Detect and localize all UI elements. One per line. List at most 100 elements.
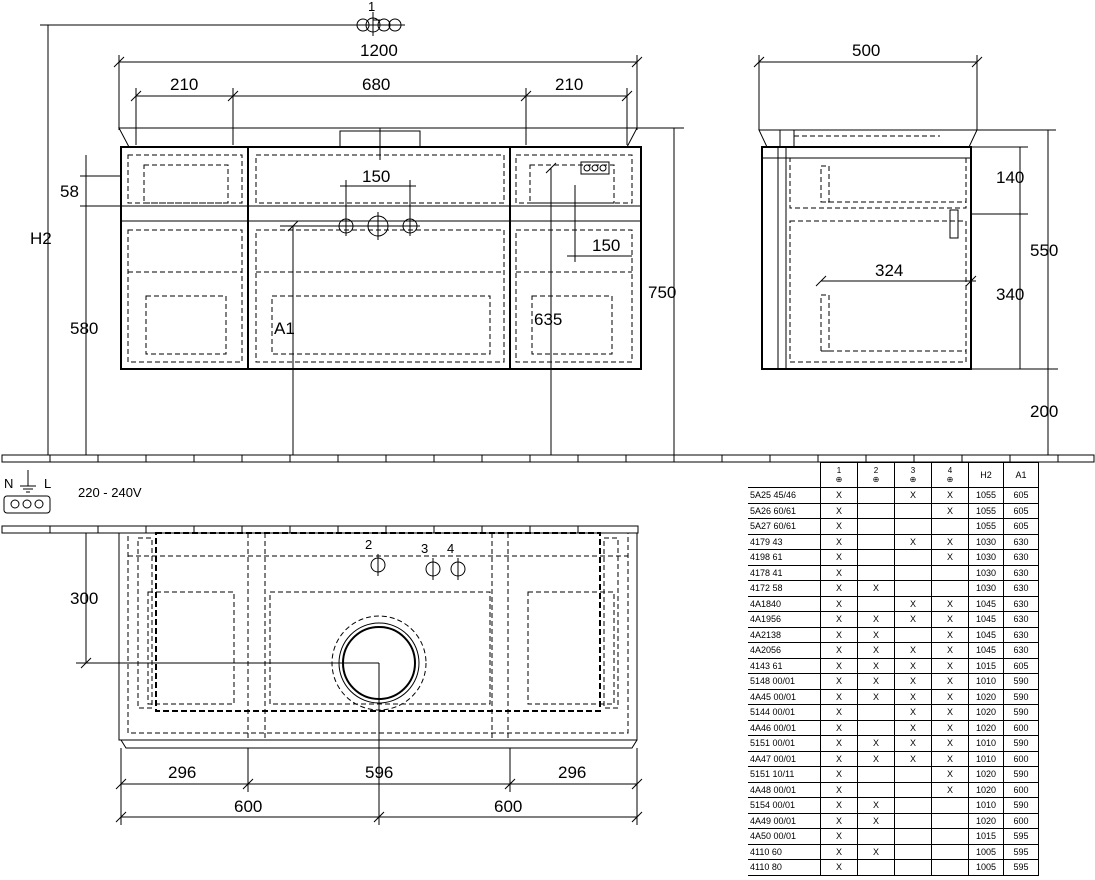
table-cell-h2: 1020 [968,704,1004,721]
table-cell-c1: X [820,689,858,705]
table-cell-c4 [931,565,969,581]
table-cell-c2: X [857,844,895,860]
side-view: 500 324 140 340 550 200 [753,41,1058,455]
table-cell-c4: X [931,704,969,721]
table-cell-c2: X [857,797,895,814]
table-cell-c3 [894,828,932,845]
table-cell-a1: 600 [1003,782,1039,798]
table-cell-c1: X [820,534,858,550]
table-cell-c4: X [931,549,969,566]
table-cell-c1: X [820,487,858,504]
table-cell-c2: X [857,658,895,674]
table-cell-model: 4A1840 [748,596,821,612]
table-cell-h2: 1010 [968,673,1004,690]
table-cell-h2: 1010 [968,797,1004,814]
table-cell-c3 [894,518,932,535]
table-header-model [748,462,821,488]
a1-label: A1 [274,319,295,338]
table-cell-h2: 1030 [968,580,1004,597]
table-cell-c1: X [820,503,858,519]
table-cell-c3 [894,813,932,829]
left-width-label: 210 [170,75,198,94]
table-cell-c1: X [820,580,858,597]
table-cell-c4: X [931,503,969,519]
table-cell-c3: X [894,658,932,674]
table-cell-c4: X [931,642,969,659]
connection-1-label: 1 [368,0,375,14]
table-cell-c3 [894,766,932,783]
table-header-h2: H2 [968,462,1004,488]
table-cell-c2: X [857,673,895,690]
table-cell-model: 4143 61 [748,658,821,674]
table-cell-c1: X [820,549,858,566]
table-cell-c3 [894,859,932,876]
table-cell-model: 5A27 60/61 [748,518,821,535]
table-cell-c4 [931,813,969,829]
table-cell-c1: X [820,611,858,628]
table-cell-c2 [857,518,895,535]
table-cell-c2 [857,782,895,798]
table-cell-a1: 595 [1003,859,1039,876]
table-cell-a1: 595 [1003,844,1039,860]
table-cell-c3: X [894,487,932,504]
table-cell-c2: X [857,627,895,643]
table-cell-c3 [894,782,932,798]
table-cell-h2: 1045 [968,611,1004,628]
table-cell-c3 [894,797,932,814]
table-header-col-3: 3⊕ [894,462,932,488]
table-cell-h2: 1055 [968,487,1004,504]
table-cell-c4 [931,580,969,597]
table-cell-c2: X [857,642,895,659]
table-cell-c2 [857,828,895,845]
table-cell-h2: 1030 [968,549,1004,566]
table-cell-c4: X [931,534,969,550]
table-cell-h2: 1045 [968,642,1004,659]
overall-height-label: 750 [648,283,676,302]
depth-label: 500 [852,41,880,60]
table-cell-model: 4179 43 [748,534,821,550]
overall-width-label: 1200 [360,41,398,60]
h2-label: H2 [30,229,52,248]
table-cell-model: 5148 00/01 [748,673,821,690]
table-cell-a1: 630 [1003,596,1039,612]
table-cell-c4 [931,518,969,535]
table-cell-model: 5A26 60/61 [748,503,821,519]
connection-1-symbol [352,12,405,36]
table-cell-a1: 605 [1003,518,1039,535]
table-header-col-4: 4⊕ [931,462,969,488]
table-cell-c1: X [820,813,858,829]
table-cell-a1: 630 [1003,565,1039,581]
table-cell-h2: 1020 [968,720,1004,736]
table-cell-c4: X [931,782,969,798]
table-cell-c1: X [820,720,858,736]
table-cell-a1: 605 [1003,503,1039,519]
table-cell-model: 4A2138 [748,627,821,643]
table-cell-c2 [857,503,895,519]
table-cell-a1: 590 [1003,673,1039,690]
table-cell-c4: X [931,596,969,612]
voltage-label: 220 - 240V [78,485,142,500]
table-cell-a1: 600 [1003,813,1039,829]
table-cell-a1: 630 [1003,642,1039,659]
table-cell-h2: 1020 [968,766,1004,783]
table-cell-model: 4110 60 [748,844,821,860]
table-cell-c3 [894,503,932,519]
table-cell-c1: X [820,596,858,612]
table-cell-c4: X [931,627,969,643]
table-cell-c4: X [931,658,969,674]
table-cell-c3 [894,627,932,643]
right-width-label: 210 [555,75,583,94]
table-cell-c3 [894,844,932,860]
